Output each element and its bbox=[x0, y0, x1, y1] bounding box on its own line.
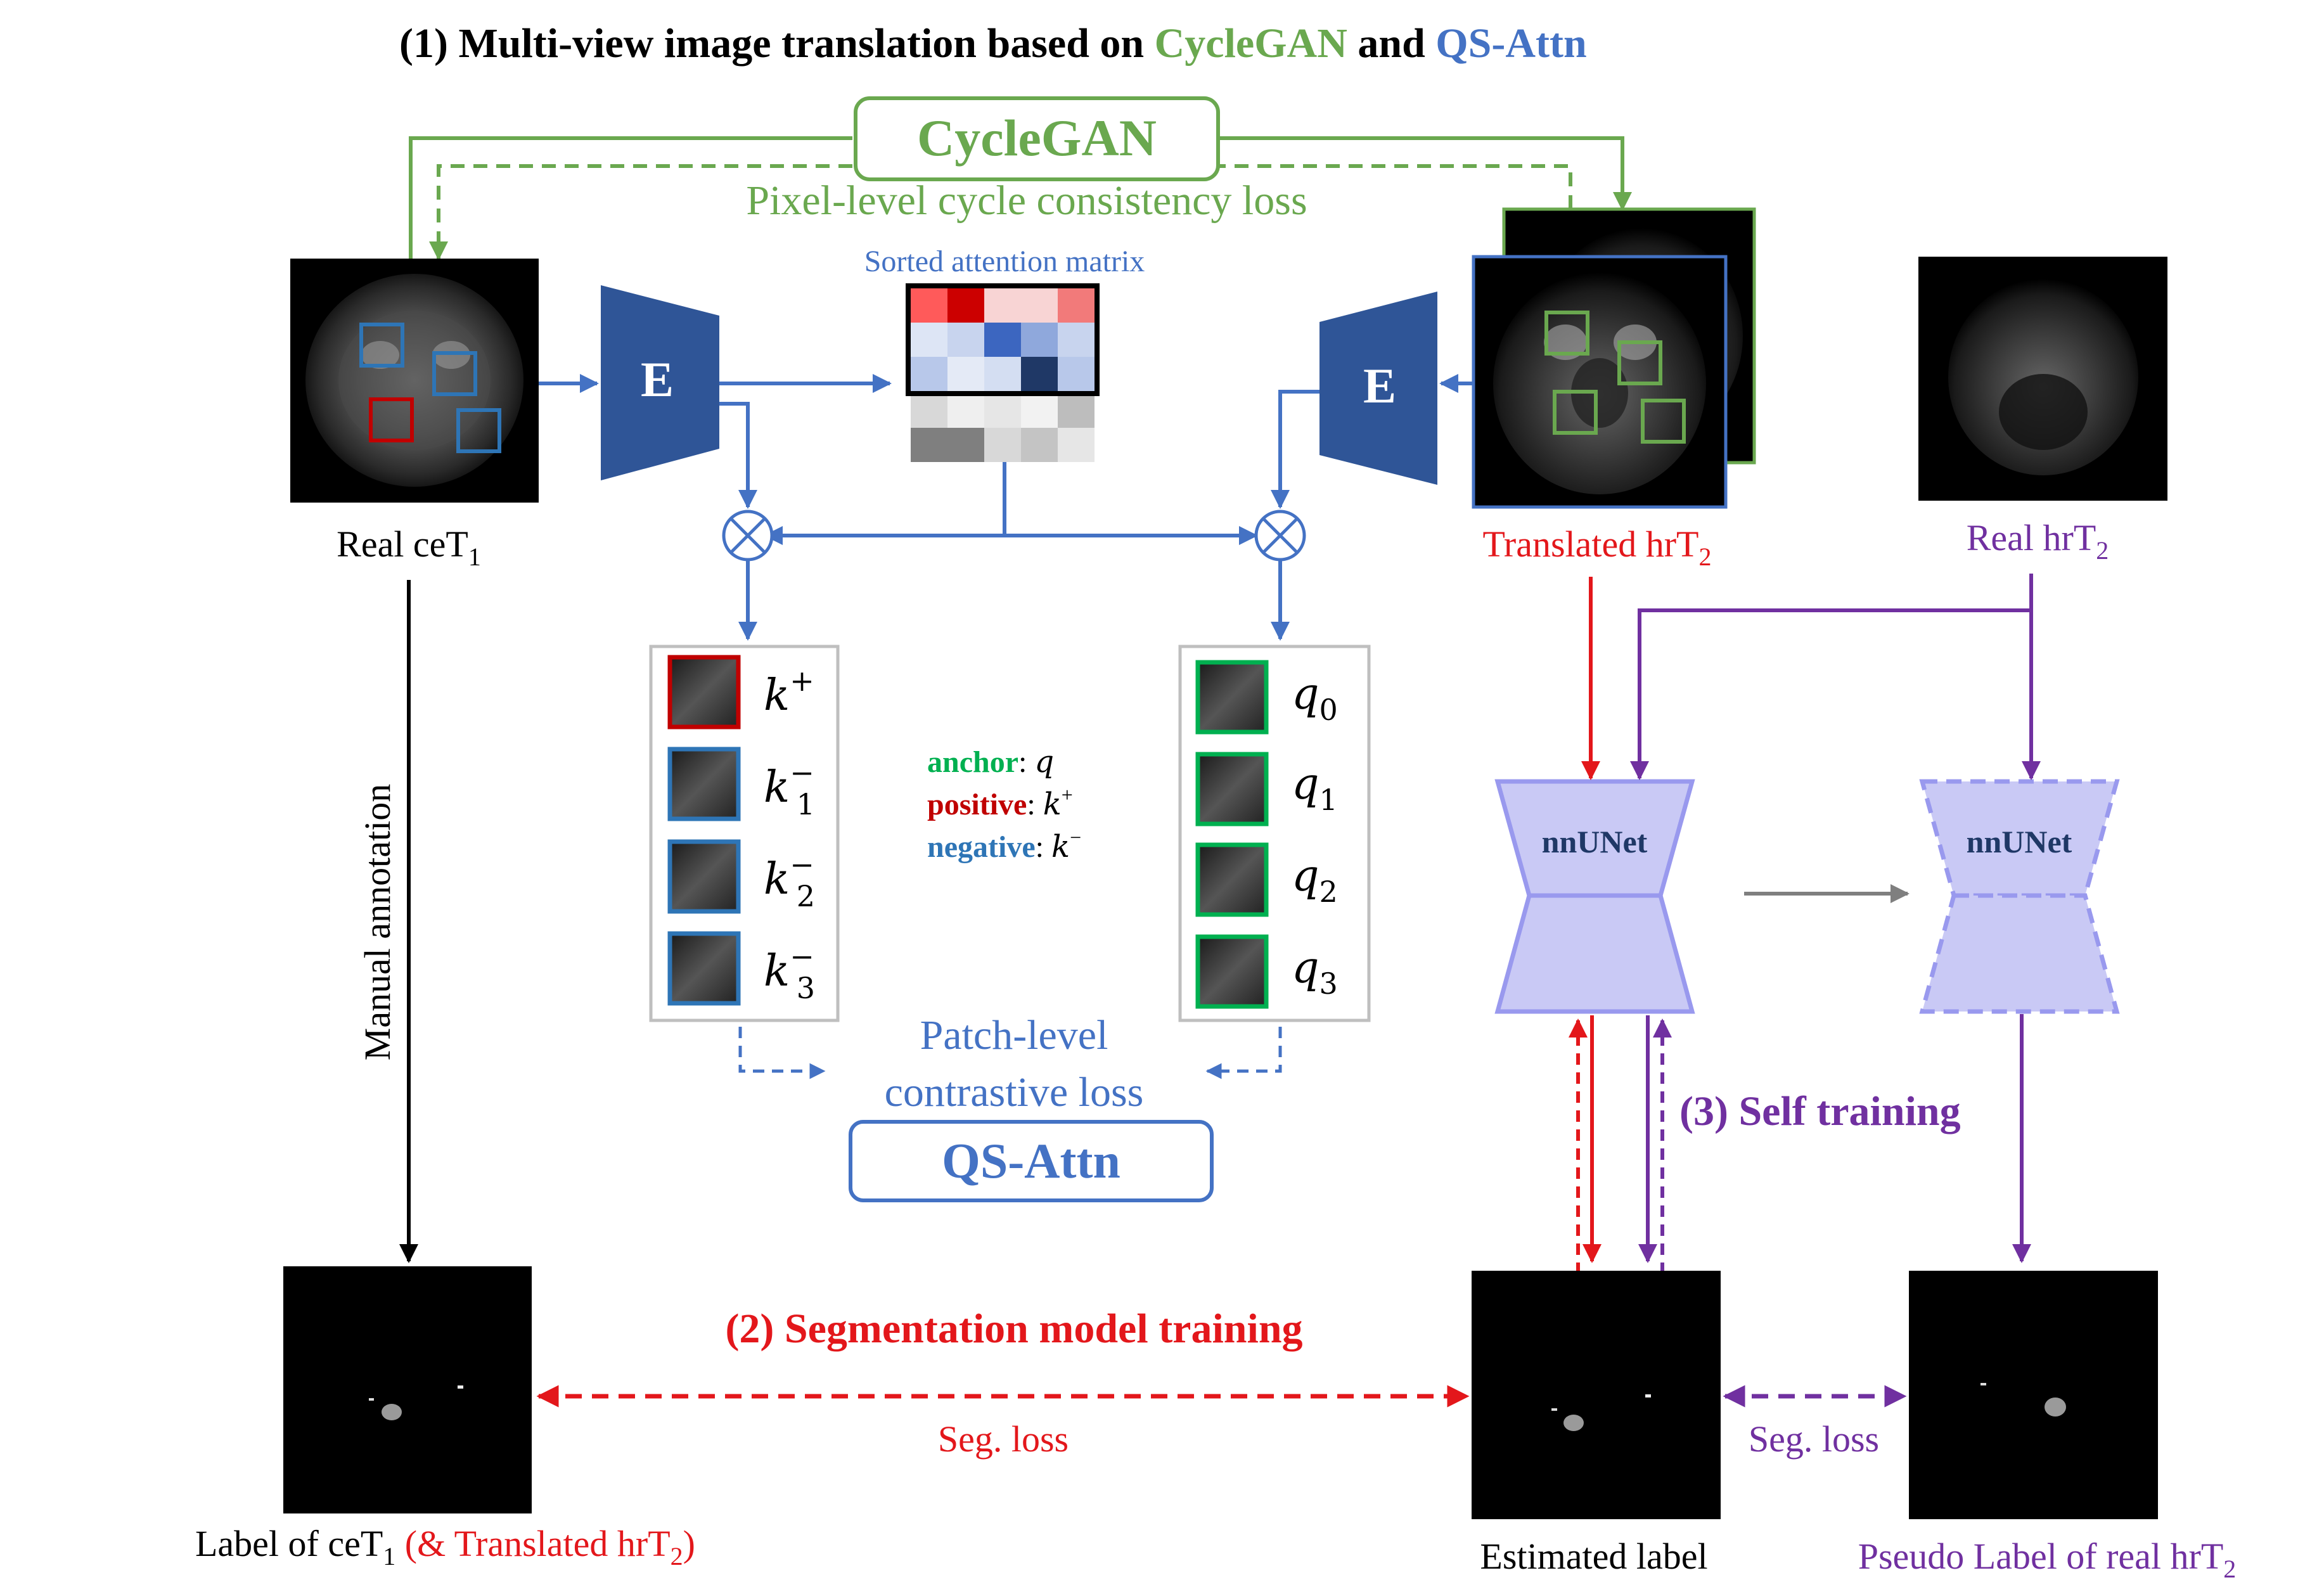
contrastive-connectors bbox=[738, 1027, 1282, 1079]
contrastive-legend: anchor: q positive: k+ negative: k− bbox=[927, 744, 1081, 864]
encoder-left-label: E bbox=[641, 352, 674, 407]
query-labels: q0 q1 q2 q3 bbox=[1292, 669, 1338, 1001]
input-connectors bbox=[1581, 574, 2041, 1263]
segmentation-title: (2) Segmentation model training bbox=[725, 1306, 1302, 1352]
query-2-label: q2 bbox=[1292, 851, 1338, 909]
legend-negative: negative: k− bbox=[927, 826, 1081, 864]
real-hrt2-image bbox=[1918, 257, 2167, 501]
query-3-label: q3 bbox=[1292, 943, 1338, 1001]
multiply-node-right bbox=[1254, 510, 1306, 562]
nnunet-student bbox=[1919, 779, 2120, 1014]
encoder-right bbox=[1319, 292, 1437, 485]
attention-connectors bbox=[719, 390, 1319, 641]
contrastive-loss-line1: Patch-level bbox=[920, 1012, 1108, 1058]
label-cet1-image bbox=[283, 1266, 532, 1513]
real-hrt2-label: Real hrT2 bbox=[1967, 517, 2109, 565]
encoder-left bbox=[601, 285, 719, 480]
seg-loss-label-right: Seg. loss bbox=[1749, 1418, 1879, 1460]
query-0-label: q0 bbox=[1292, 669, 1338, 727]
key-negative-1-label: k−1 bbox=[764, 755, 815, 821]
cyclegan-box bbox=[854, 96, 1220, 181]
label-cet1-caption: Label of ceT1 (& Translated hrT2) bbox=[195, 1523, 695, 1571]
seg-loss-label-left: Seg. loss bbox=[938, 1418, 1069, 1460]
teacher-label-connectors bbox=[1569, 1015, 1672, 1274]
title-and: and bbox=[1347, 20, 1435, 67]
key-positive-label: k+ bbox=[764, 664, 814, 721]
nnunet-student-label: nnUNet bbox=[1967, 824, 2072, 859]
qsattn-box-label: QS-Attn bbox=[942, 1133, 1120, 1188]
legend-positive: positive: k+ bbox=[927, 783, 1073, 822]
encoder-right-label: E bbox=[1363, 358, 1396, 413]
real-cet1-label: Real ceT1 bbox=[337, 524, 481, 571]
query-1-label: q1 bbox=[1292, 759, 1338, 817]
title-prefix: (1) Multi-view image translation based o… bbox=[399, 20, 1155, 67]
translated-hrt2-image bbox=[1472, 207, 1756, 509]
cycle-consistency-loss-label: Pixel-level cycle consistency loss bbox=[746, 177, 1307, 224]
attention-matrix-label: Sorted attention matrix bbox=[864, 245, 1145, 278]
title-cyclegan: CycleGAN bbox=[1155, 20, 1347, 67]
multiply-node-left bbox=[722, 510, 774, 562]
cyclegan-box-label: CycleGAN bbox=[917, 109, 1157, 167]
translated-hrt2-label: Translated hrT2 bbox=[1483, 524, 1712, 571]
key-negative-3-label: k−3 bbox=[764, 939, 815, 1005]
pseudo-label-caption: Pseudo Label of real hrT2 bbox=[1858, 1536, 2237, 1583]
attention-matrix bbox=[906, 283, 1100, 462]
contrastive-loss-line2: contrastive loss bbox=[885, 1069, 1144, 1115]
manual-annotation-label: Manual annotation bbox=[357, 784, 398, 1061]
estimated-label-caption: Estimated label bbox=[1480, 1536, 1707, 1577]
real-cet1-image bbox=[290, 259, 539, 503]
pseudo-label-image bbox=[1909, 1271, 2158, 1519]
query-patches bbox=[1195, 660, 1269, 1009]
legend-anchor: anchor: q bbox=[927, 744, 1054, 780]
self-training-label: (3) Self training bbox=[1679, 1088, 1961, 1134]
main-title: (1) Multi-view image translation based o… bbox=[399, 20, 1587, 67]
estimated-label-image bbox=[1472, 1271, 1721, 1519]
key-negative-2-label: k−2 bbox=[764, 847, 815, 913]
nnunet-teacher-label: nnUNet bbox=[1542, 824, 1648, 859]
nnunet-teacher bbox=[1494, 779, 1695, 1014]
cyclegan-connectors bbox=[409, 136, 1632, 260]
qsattn-box bbox=[849, 1120, 1214, 1202]
key-labels: k+ k−1 k−2 k−3 bbox=[764, 664, 815, 1005]
title-qsattn: QS-Attn bbox=[1435, 20, 1586, 67]
key-patches bbox=[667, 655, 741, 1006]
